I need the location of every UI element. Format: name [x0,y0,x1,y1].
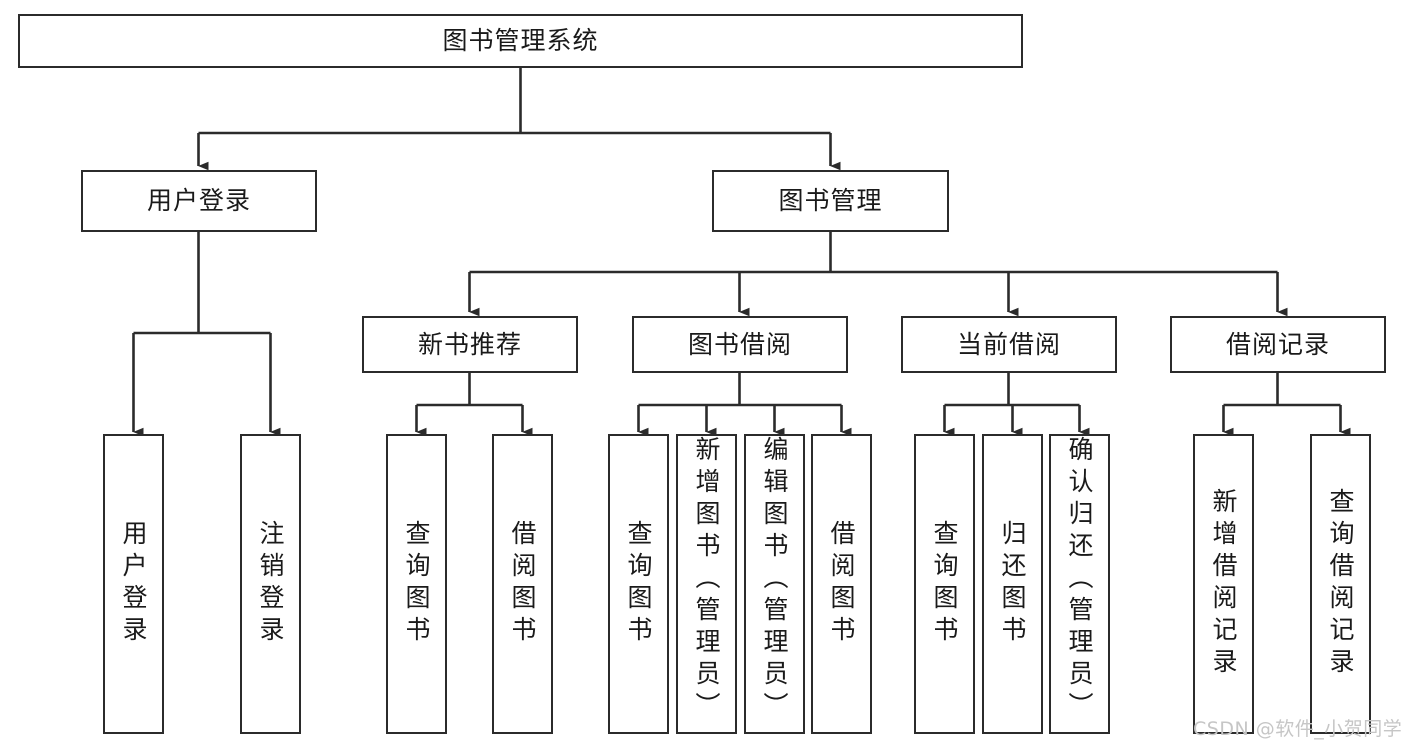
leaf-query-book-1[interactable]: 查询图书 [386,434,447,734]
node-label: 注销登录 [256,520,285,648]
node-label: 用户登录 [119,520,148,648]
leaf-add-book[interactable]: 新增图书（管理员） [676,434,737,734]
node-user-login[interactable]: 用户登录 [81,170,317,232]
csdn-watermark: CSDN @软件_小贺同学 [1193,718,1403,740]
leaf-confirm-return[interactable]: 确认归还（管理员） [1049,434,1110,734]
node-current-borrow[interactable]: 当前借阅 [901,316,1117,373]
node-label: 用户登录 [146,186,251,216]
node-label: 借阅图书 [827,520,856,648]
leaf-borrow-book-1[interactable]: 借阅图书 [492,434,553,734]
node-label: 查询图书 [930,520,959,648]
node-label: 查询图书 [402,520,431,648]
node-label: 当前借阅 [956,329,1061,359]
node-label: 新书推荐 [417,329,522,359]
leaf-add-record[interactable]: 新增借阅记录 [1193,434,1254,734]
leaf-return-book[interactable]: 归还图书 [982,434,1043,734]
node-label: 编辑图书（管理员） [760,436,789,724]
leaf-edit-book[interactable]: 编辑图书（管理员） [744,434,805,734]
node-label: 图书管理 [778,186,883,216]
node-label: 新增借阅记录 [1209,488,1238,680]
node-label: 图书借阅 [687,329,792,359]
node-book-borrow[interactable]: 图书借阅 [632,316,848,373]
node-new-book-recommend[interactable]: 新书推荐 [362,316,578,373]
node-label: 借阅图书 [508,520,537,648]
leaf-user-login[interactable]: 用户登录 [103,434,164,734]
node-label: 查询借阅记录 [1326,488,1355,680]
node-label: 借阅记录 [1225,329,1330,359]
node-root-system[interactable]: 图书管理系统 [18,14,1023,68]
leaf-query-record[interactable]: 查询借阅记录 [1310,434,1371,734]
leaf-borrow-book-2[interactable]: 借阅图书 [811,434,872,734]
leaf-query-book-2[interactable]: 查询图书 [608,434,669,734]
node-label: 新增图书（管理员） [692,436,721,724]
node-borrow-record[interactable]: 借阅记录 [1170,316,1386,373]
node-book-manage[interactable]: 图书管理 [712,170,949,232]
node-label: 归还图书 [998,520,1027,648]
node-label: 查询图书 [624,520,653,648]
leaf-logout-login[interactable]: 注销登录 [240,434,301,734]
node-label: 确认归还（管理员） [1065,436,1094,724]
leaf-query-book-3[interactable]: 查询图书 [914,434,975,734]
node-label: 图书管理系统 [442,26,599,56]
